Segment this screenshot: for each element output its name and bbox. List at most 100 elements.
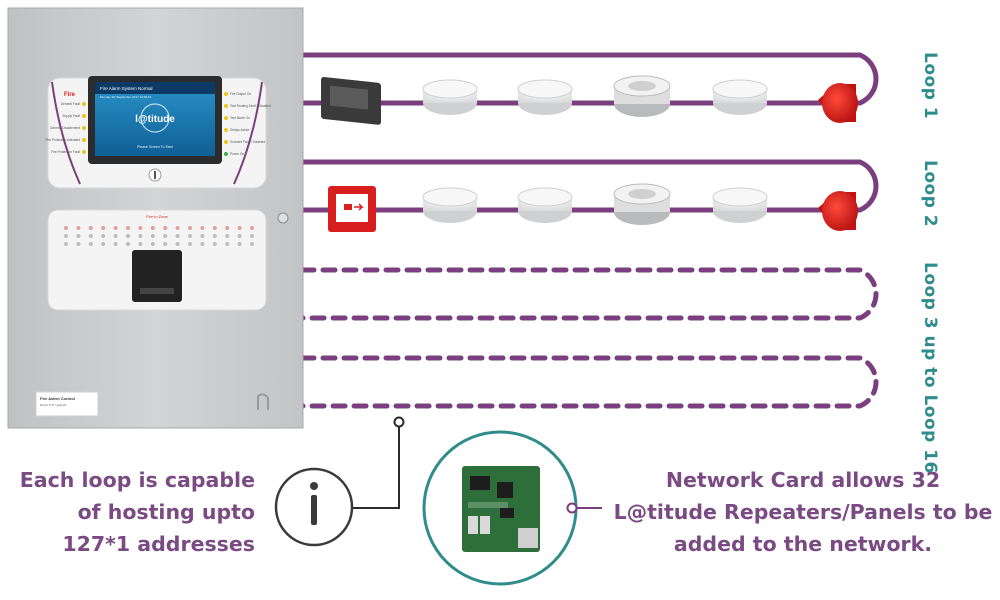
- indicator-label: Supply Fault: [62, 114, 80, 118]
- zone-led: [163, 242, 168, 246]
- loop-3-line: [299, 267, 879, 321]
- zone-led: [113, 234, 118, 238]
- zone-led: [64, 226, 68, 230]
- loop-1-line: [297, 52, 879, 106]
- sounder-icon: [818, 83, 858, 123]
- smoke-detector-icon: [422, 79, 478, 115]
- brand-logo-icon: [257, 393, 269, 410]
- screen-subtitle: Monday 4th September 2017 10:00:12: [100, 95, 152, 99]
- zone-led: [250, 234, 254, 238]
- zone-led: [64, 234, 68, 238]
- smoke-detector-icon: [517, 79, 573, 115]
- zone-led: [64, 242, 68, 246]
- sounder-icon: [818, 191, 858, 231]
- manual-call-point-icon: [328, 186, 376, 232]
- smoke-detector-icon: [517, 187, 573, 223]
- zone-led: [200, 242, 205, 246]
- zone-led: [237, 226, 242, 230]
- zone-led: [188, 226, 192, 230]
- smoke-detector-icon: [422, 187, 478, 223]
- zone-led: [237, 242, 242, 246]
- screen-prompt: Please Screen To Start: [137, 145, 173, 149]
- network-card-caption: Network Card allows 32 L@titude Repeater…: [608, 464, 998, 560]
- zone-led: [225, 226, 230, 230]
- zone-led: [88, 242, 93, 246]
- screen-logo-ring: [140, 103, 170, 133]
- zone-led: [212, 234, 217, 238]
- caption-line: added to the network.: [673, 532, 933, 556]
- info-icon[interactable]: [274, 467, 354, 547]
- zone-led: [200, 226, 205, 230]
- right-indicators: Fire Output On Test Routing Fault / Disa…: [224, 92, 271, 156]
- zone-label: Fire In Zone: [146, 214, 168, 219]
- interface-module-icon: [321, 77, 381, 125]
- network-card-callout: [422, 430, 602, 586]
- zone-led: [150, 242, 155, 246]
- zone-led: [225, 234, 230, 238]
- loop-3-label: Loop 3 up to Loop 16: [920, 262, 940, 474]
- zone-led: [250, 242, 254, 246]
- zone-led: [138, 242, 143, 246]
- zone-led: [225, 242, 230, 246]
- caption-line: Each loop is capable: [19, 468, 255, 492]
- printer-icon[interactable]: [132, 250, 182, 302]
- indicator-label: General Fault: [61, 102, 80, 106]
- zone-led: [101, 234, 106, 238]
- indicator-label: Fire Output On: [230, 92, 251, 96]
- zone-led: [175, 242, 180, 246]
- zone-led: [76, 242, 81, 246]
- zone-led: [88, 226, 93, 230]
- zone-led: [237, 234, 242, 238]
- zone-led: [175, 234, 180, 238]
- zone-led: [150, 234, 155, 238]
- zone-led: [163, 234, 168, 238]
- indicator-label: General Disablement: [50, 126, 80, 130]
- touch-screen[interactable]: [95, 82, 215, 156]
- smoke-detector-icon: [712, 187, 768, 223]
- loop-lines: [297, 52, 879, 409]
- zone-led: [200, 234, 205, 238]
- caption-line: Network Card allows 32: [665, 468, 941, 492]
- zone-led: [113, 242, 118, 246]
- screen-logo: l@titude: [135, 114, 175, 125]
- zone-led: [126, 226, 130, 230]
- zone-led: [188, 242, 192, 246]
- multi-sensor-icon: [613, 75, 671, 117]
- panel-nameplate: [35, 391, 99, 417]
- zone-led: [212, 226, 217, 230]
- caption-line: 127*1 addresses: [62, 532, 255, 556]
- left-indicators: General Fault Supply Fault General Disab…: [45, 102, 86, 154]
- zone-led: [76, 234, 81, 238]
- zone-led: [212, 242, 217, 246]
- indicator-label: Fire Protection Activated: [45, 138, 80, 142]
- loop-16-line: [299, 355, 879, 409]
- zone-led: [175, 226, 180, 230]
- loop-2-devices: [328, 183, 858, 232]
- zone-led: [188, 234, 192, 238]
- smoke-detector-icon: [712, 79, 768, 115]
- loop-1-devices: [321, 75, 858, 125]
- fire-alarm-panel: Fire Alarm System Normal Monday 4th Sept…: [7, 7, 304, 429]
- zone-led: [150, 226, 155, 230]
- zone-led: [250, 226, 254, 230]
- indicator-label: Sounder Fault / Disabled: [230, 140, 265, 144]
- zone-led: [101, 226, 106, 230]
- zone-led: [88, 234, 93, 238]
- indicator-label: Test Routing Fault / Disabled: [230, 104, 271, 108]
- fire-label: Fire: [64, 92, 76, 98]
- caption-line: L@titude Repeaters/Panels to be: [613, 500, 993, 524]
- screen-title: Fire Alarm System Normal: [100, 86, 153, 91]
- zone-led: [138, 226, 143, 230]
- indicator-label: Test Mode On: [230, 116, 250, 120]
- plate-model: Model: NTT L@titude: [40, 403, 67, 407]
- zone-led: [101, 242, 106, 246]
- loop-2-line: [297, 159, 879, 213]
- plate-title: Fire Alarm Control: [40, 396, 75, 401]
- info-connector-line: [352, 424, 400, 509]
- loop-2-label: Loop 2: [920, 160, 940, 228]
- panel-lock-icon[interactable]: [277, 212, 289, 224]
- indicator-label: Power On: [230, 152, 244, 156]
- loop-1-label: Loop 1: [920, 52, 940, 120]
- indicator-label: Delays Active: [230, 128, 249, 132]
